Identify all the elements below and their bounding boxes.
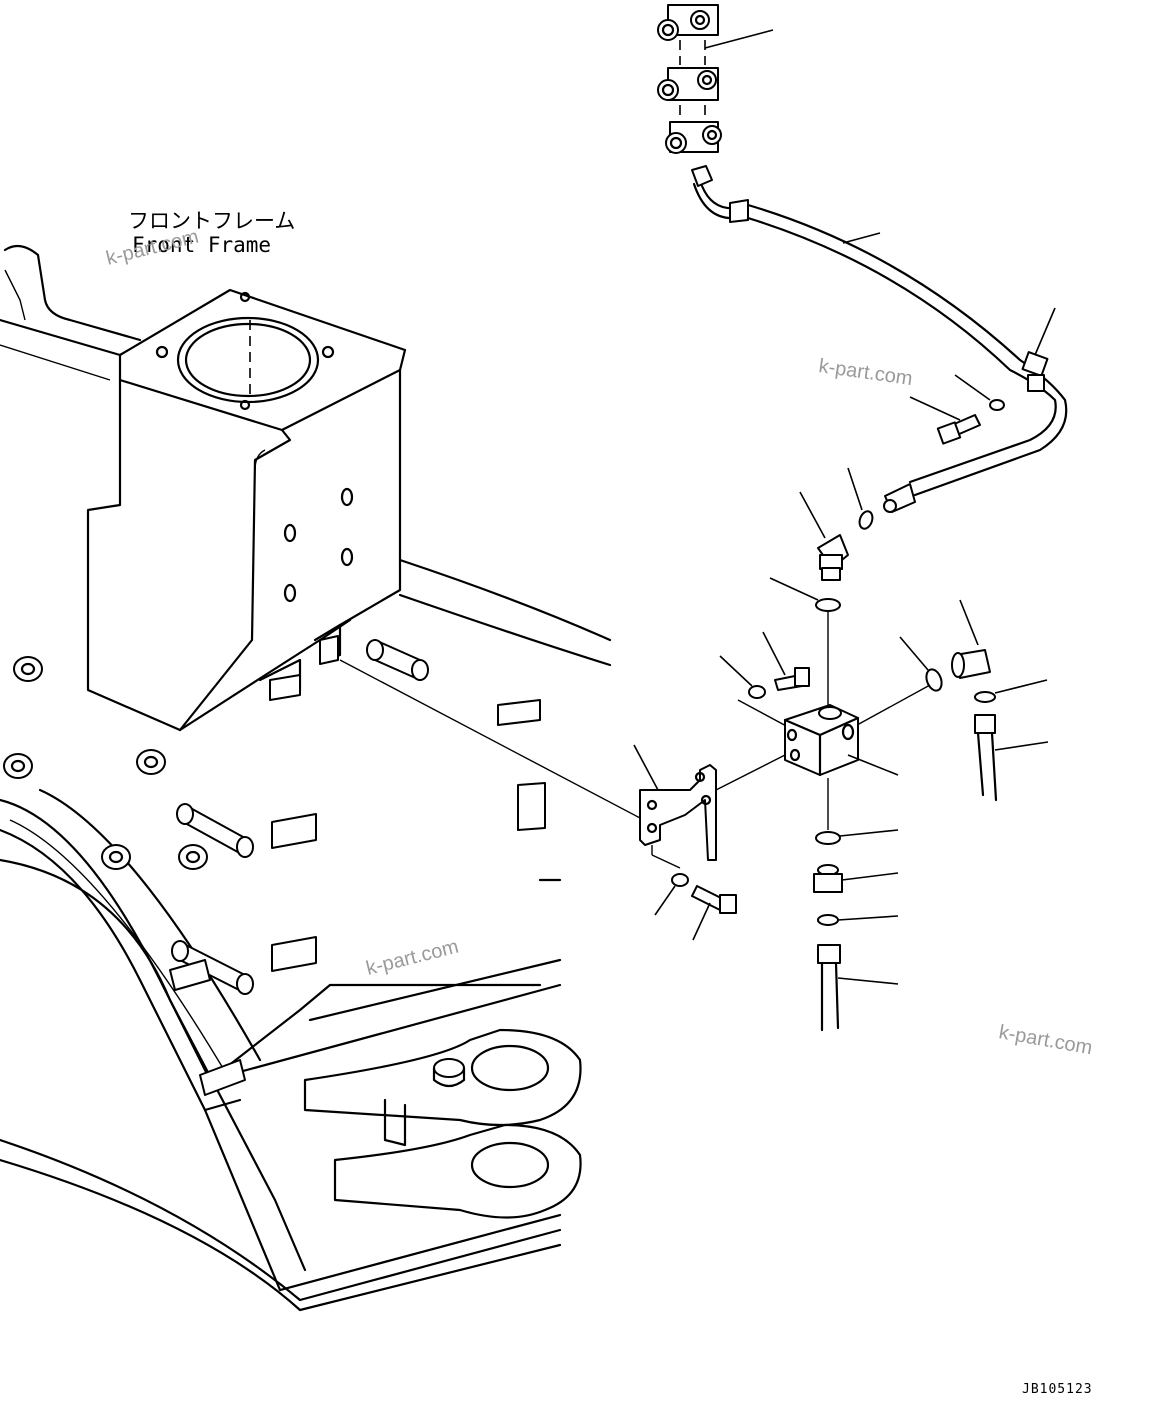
- side-fitting: [847, 599, 1048, 731]
- block-mount-bolt: [719, 631, 810, 729]
- front-frame: [0, 244, 641, 1312]
- manifold-block-stack: [657, 4, 774, 154]
- watermark: k-part.com: [997, 1021, 1094, 1059]
- o-ring-upper: [769, 577, 841, 705]
- elbow-fitting: [799, 467, 874, 581]
- watermark: k-part.com: [364, 936, 461, 980]
- hose-end-right: [974, 714, 1049, 802]
- watermark: k-part.com: [817, 355, 914, 390]
- lower-fittings: [813, 829, 899, 1032]
- mounting-bracket: [633, 744, 786, 941]
- junction-block: [783, 704, 899, 830]
- frame-label-jp: フロントフレーム: [128, 209, 295, 233]
- drawing-code: JB105123: [1022, 1382, 1093, 1397]
- hose-clamp-bolt: [909, 374, 1005, 445]
- brake-hose: [691, 165, 1068, 513]
- frame-label-en: Front Frame: [132, 233, 271, 257]
